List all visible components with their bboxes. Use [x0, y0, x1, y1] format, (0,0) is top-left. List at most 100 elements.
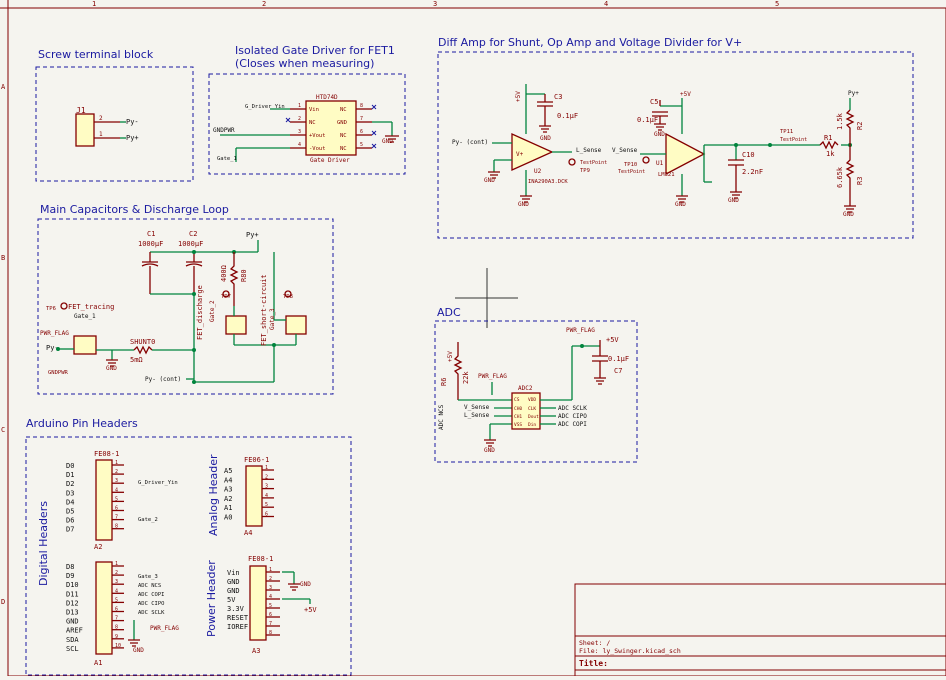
pin-name: CH0 [514, 406, 522, 412]
pin-number: 9 [115, 634, 118, 640]
pin-name: +Vout [309, 133, 326, 139]
resistor-r1[interactable] [819, 140, 839, 150]
j1-ref: J1 [76, 106, 86, 115]
pin-number: 7 [360, 116, 363, 122]
adc-chip[interactable] [511, 392, 541, 430]
net-label: Gate_3 [138, 574, 158, 580]
section-title: Screw terminal block [38, 48, 154, 61]
pin-number: 4 [115, 588, 118, 594]
section-title: Diff Amp for Shunt, Op Amp and Voltage D… [438, 36, 742, 49]
gate-driver-ic[interactable] [305, 100, 357, 156]
ref-tp10: TP10 [624, 162, 637, 168]
val-c5: 0.1µF [637, 116, 658, 124]
lm321-opamp[interactable] [665, 132, 706, 176]
screw-connector[interactable] [75, 113, 95, 147]
adc-section: ADC +5V R6 22k ADC NCS PWR_FLAG V_Sense … [434, 306, 638, 463]
header-pin-label: GND [66, 618, 79, 626]
diff-amp-section: Diff Amp for Shunt, Op Amp and Voltage D… [437, 36, 914, 239]
net-label: G_Driver_Yin [245, 104, 285, 110]
capacitor-c2[interactable] [185, 252, 203, 294]
net-label: Gate_2 [138, 517, 158, 523]
header-pin-label: A1 [224, 504, 232, 512]
val-r80: 400Ω [220, 265, 228, 282]
pin-name: -Vout [309, 146, 326, 152]
pin-number: 1 [265, 465, 268, 471]
power-header[interactable] [249, 565, 267, 641]
resistor-r80[interactable] [229, 252, 239, 306]
header-ref: FE08-1 [94, 450, 119, 458]
digital-header-bottom[interactable] [95, 561, 113, 655]
val-r1: 1k [826, 150, 835, 158]
part-u2: INA290A3.DCK [528, 179, 568, 185]
pin-number: 8 [269, 630, 272, 636]
net-label: Gate_2 [209, 300, 216, 322]
ref-r80: R80 [240, 269, 248, 282]
ref-c5: C5 [650, 98, 658, 106]
power-header-title: Power Header [205, 560, 218, 637]
section-subtitle: (Closes when measuring) [235, 57, 374, 70]
tp-label: TestPoint [580, 160, 607, 166]
header-pin-label: D10 [66, 581, 79, 589]
header-pin-label: RESET [227, 614, 249, 622]
header-pin-label: D8 [66, 563, 74, 571]
ref-tp8: TP8 [283, 294, 293, 300]
pin-number: 5 [269, 603, 272, 609]
pin-number: 3 [269, 585, 272, 591]
header-pin-label: D12 [66, 599, 79, 607]
header-pin-label: D6 [66, 517, 74, 525]
pin-name: NC [309, 120, 316, 126]
header-pin-label: D3 [66, 489, 74, 497]
val-r6: 22k [462, 371, 470, 384]
ref-c7: C7 [614, 367, 622, 375]
pin-name: CH1 [514, 414, 522, 420]
header-pin-label: D2 [66, 480, 74, 488]
ref-tp9: TP9 [580, 168, 590, 174]
pin-number: 10 [115, 643, 121, 649]
net-label: Py- [126, 118, 139, 126]
ref-shunt: SHUNT0 [130, 338, 155, 346]
resistor-r3[interactable] [845, 145, 855, 206]
pin-number: 5 [115, 597, 118, 603]
pin-number: 6 [265, 512, 268, 518]
ina290-amp[interactable] [511, 132, 554, 172]
fet-tracing-symbol[interactable] [73, 335, 97, 355]
power-label: +5V [606, 336, 619, 344]
row-mark: C [1, 426, 5, 434]
net-label: ADC COPI [138, 592, 165, 598]
fet-short-circuit[interactable] [285, 315, 307, 335]
pin-number: 7 [115, 515, 118, 521]
pin-name: NC [340, 107, 347, 113]
net-label: Gate_3 [269, 308, 276, 330]
fet-short-label: FET_short-circuit [260, 274, 268, 346]
analog-header[interactable] [245, 465, 263, 527]
section-title: Arduino Pin Headers [26, 417, 138, 430]
header-pin-label: D7 [66, 526, 74, 534]
pin-number: 4 [269, 594, 272, 600]
capacitor-c7[interactable] [592, 340, 608, 378]
amp-symbol: V+ [516, 151, 524, 158]
val-r2: 1.5k [836, 112, 844, 130]
row-mark: D [1, 598, 5, 606]
header-pin-label: D0 [66, 462, 74, 470]
val-c3: 0.1µF [557, 112, 578, 120]
pin-number: 8 [115, 625, 118, 631]
capacitor-c1[interactable] [141, 252, 159, 294]
resistor-r6[interactable] [453, 342, 463, 400]
digital-header-top[interactable] [95, 459, 113, 541]
val-c10: 2.2nF [742, 168, 763, 176]
gnd-label: GND [518, 201, 529, 208]
col-mark: 1 [92, 0, 96, 8]
resistor-r2[interactable] [845, 109, 855, 145]
power-label: GNDPWR [213, 127, 235, 134]
pin-number: 1 [298, 103, 301, 109]
fet-discharge[interactable] [225, 315, 247, 335]
ref-r1: R1 [824, 134, 832, 142]
pin-number: 6 [269, 612, 272, 618]
pin-number: 8 [360, 103, 363, 109]
shunt-resistor[interactable] [133, 345, 153, 355]
pin-number: 7 [115, 616, 118, 622]
header-pin-label: GND [227, 578, 240, 586]
pin-number: 3 [115, 478, 118, 484]
pin-number: 5 [360, 142, 363, 148]
